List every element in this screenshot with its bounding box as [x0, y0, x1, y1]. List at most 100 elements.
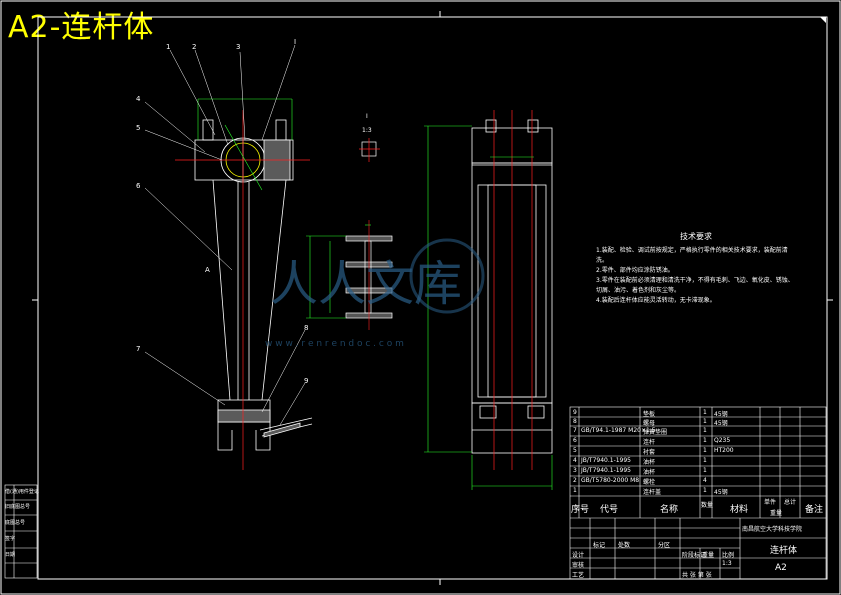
callout-labels: 1 2 3 I 4 5 6 7 8 9 A	[136, 38, 308, 385]
part-name: 连杆	[643, 439, 656, 446]
tb-weight: 重量	[702, 552, 715, 559]
tb-sheet: 共 张 第 张	[682, 572, 712, 579]
watermark	[409, 238, 485, 314]
header-code: 代号	[600, 505, 619, 515]
header-name: 名称	[660, 505, 679, 515]
part-code: GB/T5780-2000 M8	[581, 477, 640, 484]
part-mat: Q235	[714, 437, 731, 444]
part-no: 7	[573, 427, 577, 434]
part-no: 1	[573, 487, 577, 494]
sheet-size: A2	[775, 563, 787, 573]
part-qty: 1	[703, 487, 707, 494]
part-name: 螺母	[643, 420, 656, 427]
parts-list-grid	[569, 406, 827, 580]
part-no: 8	[573, 418, 577, 425]
section-dims	[306, 224, 371, 319]
leader-lines	[144, 44, 306, 426]
part-qty: 1	[703, 437, 707, 444]
header-weight: 重量	[770, 510, 783, 517]
header-no: 序号	[571, 505, 590, 515]
part-mat: 45钢	[714, 420, 728, 427]
part-code: JB/T7940.1-1995	[581, 457, 632, 464]
callout-I: I	[294, 38, 296, 46]
side-label: 旧底图总号	[5, 504, 31, 510]
watermark-text: 人人文库	[270, 256, 462, 312]
detail-I-scale: 1:3	[362, 127, 372, 134]
tb-zone: 分区	[658, 542, 671, 549]
part-no: 6	[573, 437, 577, 444]
part-qty: 1	[703, 457, 707, 464]
callout-2: 2	[192, 43, 196, 51]
callout-5: 5	[136, 124, 140, 132]
tb-mark: 标记	[593, 542, 606, 549]
side-label: 日期	[5, 552, 16, 558]
part-no: 2	[573, 477, 577, 484]
tb-stage: 阶段标记	[682, 552, 707, 559]
side-register-box	[4, 484, 38, 579]
part-code: GB/T94.1-1987 M20×1.5	[581, 427, 656, 434]
header-w1: 单件	[764, 499, 777, 506]
part-no: 4	[573, 457, 577, 464]
part-title: 连杆体	[770, 546, 798, 556]
side-label: 签字	[5, 536, 16, 542]
frame-ticks	[32, 11, 833, 585]
header-note: 备注	[805, 505, 824, 515]
tech-heading: 技术要求	[680, 232, 712, 241]
part-name: 垫板	[643, 411, 656, 418]
school-name: 南昌航空大学科技学院	[742, 526, 803, 533]
drawing-title: A2-连杆体	[8, 10, 155, 45]
tb-review: 审核	[572, 562, 585, 569]
part-qty: 1	[703, 427, 707, 434]
part-qty: 4	[703, 477, 707, 484]
side-label: 底图总号	[5, 520, 26, 526]
tb-design: 设计	[572, 552, 585, 559]
part-name: 弹簧垫圈	[643, 429, 668, 436]
header-qty: 数量	[701, 502, 714, 509]
header-mat: 材料	[730, 505, 749, 515]
tb-process: 工艺	[572, 572, 585, 579]
tb-scale: 1:3	[722, 560, 732, 567]
tech-line: 4.装配后连杆体应能灵活转动，无卡滞现象。	[596, 297, 716, 304]
tb-count: 处数	[618, 542, 631, 549]
part-name: 连杆盖	[643, 489, 662, 496]
part-name: 油杯	[643, 459, 656, 466]
part-mat: 45钢	[714, 411, 728, 418]
technical-requirements: 技术要求 1.装配、检验、调试前按规定，严格执行零件的相关技术要求，装配前清洗。…	[596, 232, 796, 306]
side-dimensions	[424, 125, 553, 490]
callout-9: 9	[304, 377, 308, 385]
inner-frame	[37, 16, 828, 580]
detail-I-label: I	[366, 113, 368, 120]
header-w2: 总计	[784, 499, 797, 506]
front-view-centerlines	[175, 110, 310, 470]
part-name: 油杯	[643, 469, 656, 476]
tech-line: 1.装配、检验、调试前按规定，严格执行零件的相关技术要求，装配前清洗。	[596, 247, 788, 264]
callout-4: 4	[136, 95, 141, 103]
callout-1: 1	[166, 43, 170, 51]
side-label: 借(通)用件登记	[5, 489, 39, 495]
part-qty: 1	[703, 447, 707, 454]
part-qty: 1	[703, 418, 707, 425]
part-qty: 1	[703, 409, 707, 416]
callout-7: 7	[136, 345, 140, 353]
part-name: 螺栓	[643, 479, 656, 486]
callout-6: 6	[136, 182, 141, 190]
tech-line: 3.零件在装配前必须清理和清洗干净，不得有毛刺、飞边、氧化皮、锈蚀、切屑、油污、…	[596, 277, 794, 294]
part-mat: 45钢	[714, 489, 728, 496]
part-qty: 1	[703, 467, 707, 474]
part-code: JB/T7940.1-1995	[581, 467, 632, 474]
tech-line: 2.零件、部件均应涂防锈油。	[596, 267, 674, 274]
watermark-url: w w w . r e n r e n d o c . c o m	[265, 339, 404, 349]
svg-text:A: A	[205, 266, 210, 274]
tb-ratio: 比例	[722, 552, 735, 559]
part-name: 衬套	[643, 449, 656, 456]
detail-I	[359, 138, 380, 162]
part-no: 9	[573, 409, 577, 416]
callout-8: 8	[304, 324, 308, 332]
part-no: 3	[573, 467, 577, 474]
part-mat: HT200	[714, 447, 734, 454]
side-view-centerlines	[493, 110, 533, 470]
callout-3: 3	[236, 43, 240, 51]
part-no: 5	[573, 447, 577, 454]
